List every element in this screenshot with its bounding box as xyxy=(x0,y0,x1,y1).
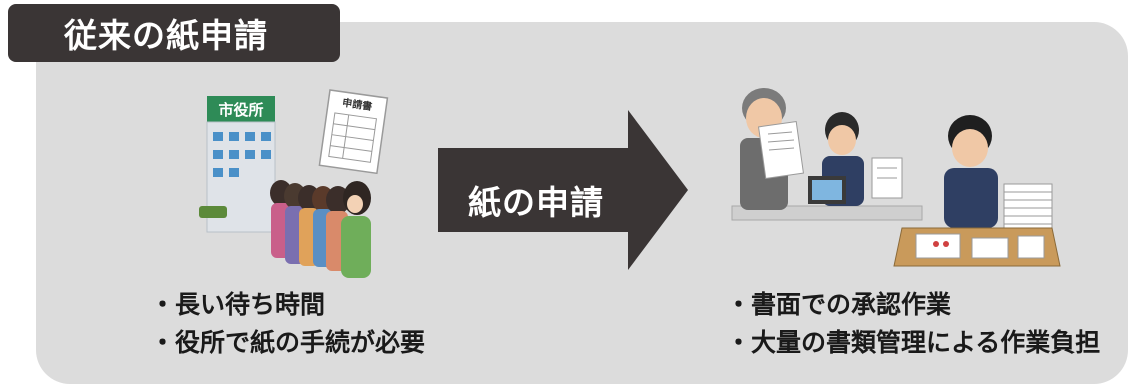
left-bullet-item: ・長い待ち時間 xyxy=(150,290,326,319)
city-hall-building-icon: 市役所 xyxy=(199,96,276,233)
supervisor-with-papers-icon xyxy=(740,88,804,210)
stressed-worker-with-paper-stack-icon xyxy=(944,115,1053,235)
right-bullet-item: ・大量の書類管理による作業負担 xyxy=(726,328,1101,357)
section-title: 従来の紙申請 xyxy=(8,4,340,62)
queue-of-people-icon xyxy=(270,180,371,278)
city-hall-queue-illustration: 申請書 市役所 xyxy=(199,89,389,278)
right-bullet-list: ・書面での承認作業 ・大量の書類管理による作業負担 xyxy=(726,286,1100,362)
worker-at-laptop-icon xyxy=(808,112,903,206)
building-sign: 市役所 xyxy=(218,101,263,119)
process-arrow xyxy=(438,110,688,270)
office-paperwork-illustration xyxy=(731,88,1061,267)
right-bullet-item: ・書面での承認作業 xyxy=(726,290,952,319)
left-bullet-list: ・長い待ち時間 ・役所で紙の手続が必要 xyxy=(150,286,425,362)
desk-with-documents-icon xyxy=(893,227,1061,267)
left-bullet-item: ・役所で紙の手続が必要 xyxy=(150,328,426,357)
arrow-label: 紙の申請 xyxy=(468,183,604,222)
form-title: 申請書 xyxy=(341,96,373,113)
application-form-icon: 申請書 xyxy=(318,89,389,175)
